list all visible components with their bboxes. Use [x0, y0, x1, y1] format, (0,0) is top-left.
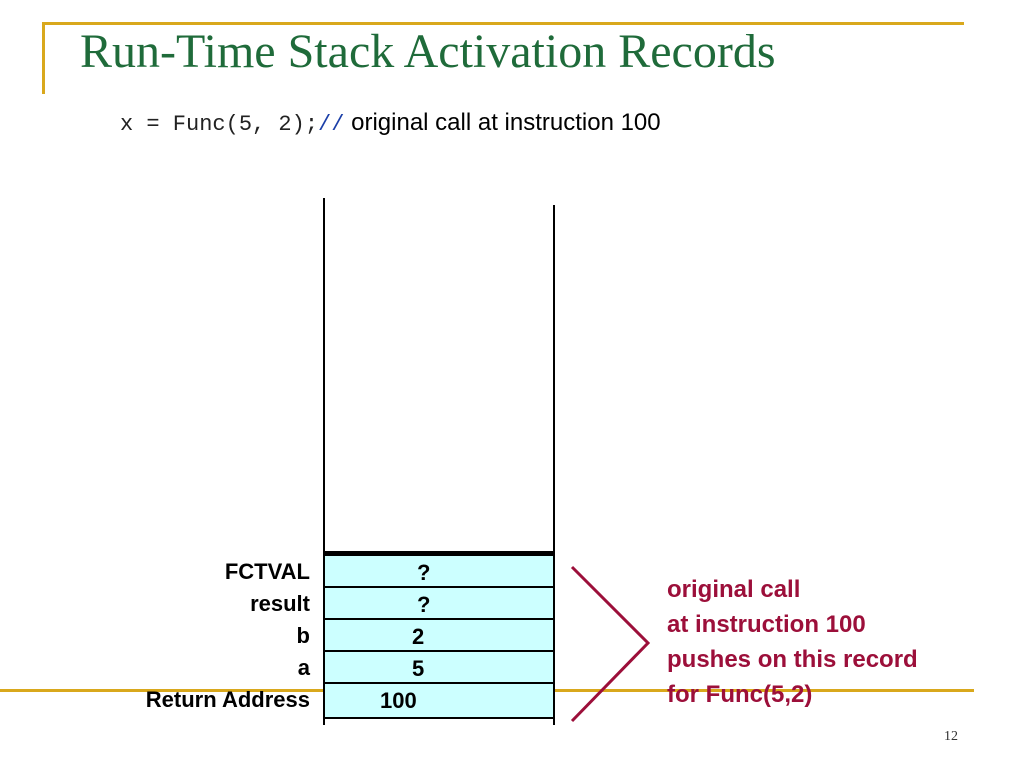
code-comment: original call at instruction 100 — [344, 109, 661, 136]
frame-left-line — [42, 22, 45, 94]
value-result: ? — [417, 592, 431, 617]
bracket-line — [570, 565, 651, 723]
cell-a: 5 — [325, 652, 553, 684]
cell-b: 2 — [325, 620, 553, 652]
activation-record: ? ? 2 5 100 — [325, 556, 553, 719]
note-line-4: for Func(5,2) — [667, 681, 813, 708]
label-result: result — [250, 591, 310, 616]
stack-top-marker — [323, 551, 555, 556]
value-fctval: ? — [417, 560, 431, 585]
code-line: x = Func(5, 2);// original call at instr… — [120, 106, 661, 142]
note-line-3: pushes on this record — [667, 646, 918, 673]
label-fctval: FCTVAL — [224, 559, 310, 584]
cell-return-address: 100 — [325, 684, 553, 719]
cell-fctval: ? — [325, 556, 553, 588]
note-line-2: at instruction 100 — [667, 611, 866, 638]
bracket-arrow — [570, 565, 651, 723]
value-return-address: 100 — [380, 688, 417, 713]
slide-title: Run-Time Stack Activation Records — [80, 25, 776, 78]
value-a: 5 — [412, 656, 425, 681]
label-a: a — [297, 655, 310, 680]
label-return-address: Return Address — [145, 687, 310, 712]
code-statement: x = Func(5, 2); — [120, 112, 319, 137]
record-labels: FCTVAL result b a Return Address — [100, 556, 310, 716]
label-b: b — [296, 623, 310, 648]
cell-result: ? — [325, 588, 553, 620]
stack-right-wall — [553, 205, 555, 725]
value-b: 2 — [412, 624, 425, 649]
note-line-1: original call — [667, 576, 801, 603]
comment-marker: // — [318, 112, 345, 137]
frame-top-line — [42, 22, 964, 25]
record-note: original call at instruction 100 pushes … — [667, 572, 918, 712]
page-number: 12 — [944, 729, 958, 744]
stack-left-wall — [323, 198, 325, 725]
